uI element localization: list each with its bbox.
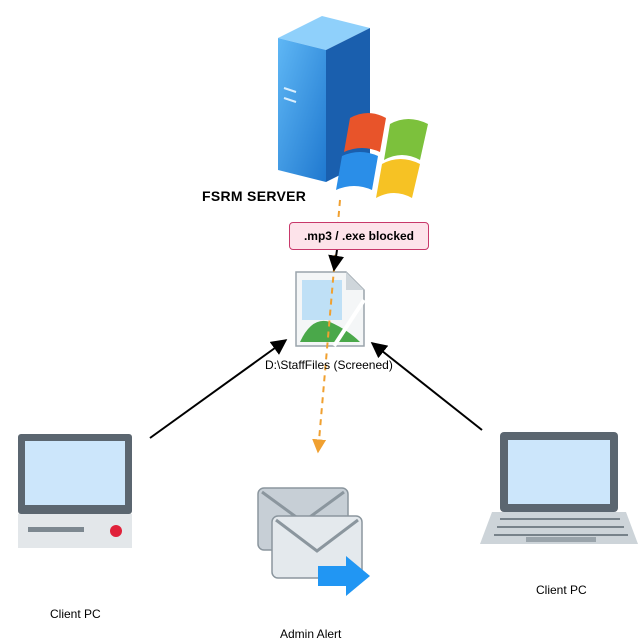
right-client-arrow bbox=[370, 342, 483, 431]
windows-logo-icon bbox=[336, 113, 428, 198]
client-pc-right-label: Client PC bbox=[536, 583, 587, 597]
share-label: D:\StaffFiles (Screened) bbox=[265, 358, 393, 372]
rule-label: .mp3 / .exe blocked bbox=[303, 229, 415, 243]
admin-alert-label: Admin Alert bbox=[280, 627, 342, 641]
broken-image-icon bbox=[295, 271, 366, 348]
rule-label-box: .mp3 / .exe blocked bbox=[289, 222, 429, 250]
client-pc-left-label: Client PC bbox=[50, 607, 101, 621]
server-title: FSRM SERVER bbox=[202, 188, 307, 204]
laptop-icon bbox=[480, 432, 638, 544]
server-to-share-arrow bbox=[328, 249, 345, 272]
email-forward-icon bbox=[257, 487, 370, 596]
desktop-pc-icon bbox=[18, 434, 132, 548]
left-client-arrow bbox=[149, 339, 288, 439]
alert-flow-arrow bbox=[312, 199, 341, 454]
